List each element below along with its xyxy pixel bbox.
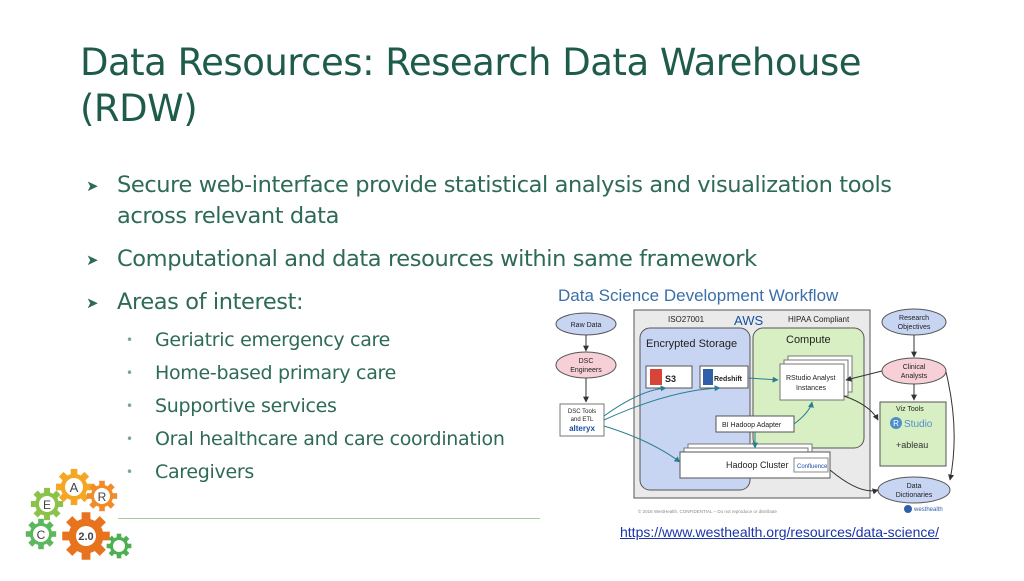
dot-bullet-icon: • [126,366,133,380]
svg-text:R: R [893,419,899,428]
sub-bullet-item: • Caregivers [86,456,966,489]
sub-bullet-text: Oral healthcare and care coordination [155,428,505,450]
page-title: Data Resources: Research Data Warehouse … [80,41,862,130]
care-gears-logo: A R E C 2.0 [24,466,134,576]
sub-bullet-text: Supportive services [155,395,337,417]
dot-bullet-icon: • [126,465,133,479]
sub-bullet-list: • Geriatric emergency care • Home-based pr… [86,324,966,489]
rstudio-logo-label: Studio [904,419,933,430]
tableau-logo-label: +ableau [896,440,928,450]
dot-bullet-icon: • [126,399,133,413]
sub-bullet-item: • Home-based primary care [86,357,966,390]
bullet-text: Secure web-interface provide statistical… [117,172,892,229]
arrow-bullet-icon: ➤ [86,177,99,195]
arrow-bullet-icon: ➤ [86,294,99,312]
alteryx-label: alteryx [569,424,595,433]
dot-bullet-icon: • [126,333,133,347]
logo-letter-c: C [37,528,46,542]
workflow-diagram: Data Science Development Workflow ISO270… [540,280,960,518]
diagram-title: Data Science Development Workflow [558,286,839,305]
bullet-item: ➤ Areas of interest: [86,287,966,318]
logo-letter-r: R [98,490,107,504]
sub-bullet-item: • Oral healthcare and care coordination [86,423,966,456]
sub-bullet-text: Caregivers [155,461,254,483]
footer-divider [118,518,540,519]
source-link[interactable]: https://www.westhealth.org/resources/dat… [620,524,940,540]
viz-tools-label: Viz Tools [896,406,924,413]
bullet-text: Areas of interest: [117,289,304,315]
aws-label: AWS [734,313,763,328]
redshift-label: Redshift [714,376,743,383]
dot-bullet-icon: • [126,432,133,446]
hadoop-cluster-label: Hadoop Cluster [726,460,789,470]
sub-bullet-item: • Geriatric emergency care [86,324,966,357]
bullet-text: Computational and data resources within … [117,246,757,272]
sub-bullet-text: Geriatric emergency care [155,329,391,351]
bullet-list: ➤ Secure web-interface provide statistic… [86,170,966,489]
diagram-copyright: © 2016 WestHealth. CONFIDENTIAL – Do not… [638,508,777,514]
confluence-label: Confluence [797,464,828,470]
compute-label: Compute [786,334,831,346]
arrow-bullet-icon: ➤ [86,251,99,269]
sub-bullet-item: • Supportive services [86,390,966,423]
iso-label: ISO27001 [668,315,705,324]
s3-label: S3 [665,374,676,384]
raw-data-label: Raw Data [571,322,602,329]
westhealth-logo: westhealth [913,507,943,513]
bi-adapter-label: BI Hadoop Adapter [722,422,782,429]
logo-letter-a: A [70,480,79,495]
bullet-item: ➤ Secure web-interface provide statistic… [86,170,966,232]
sub-bullet-text: Home-based primary care [155,362,397,384]
bullet-item: ➤ Computational and data resources withi… [86,244,966,275]
logo-version: 2.0 [78,531,93,543]
encrypted-storage-label: Encrypted Storage [646,338,737,350]
hipaa-label: HIPAA Compliant [788,315,850,324]
logo-letter-e: E [43,498,51,512]
